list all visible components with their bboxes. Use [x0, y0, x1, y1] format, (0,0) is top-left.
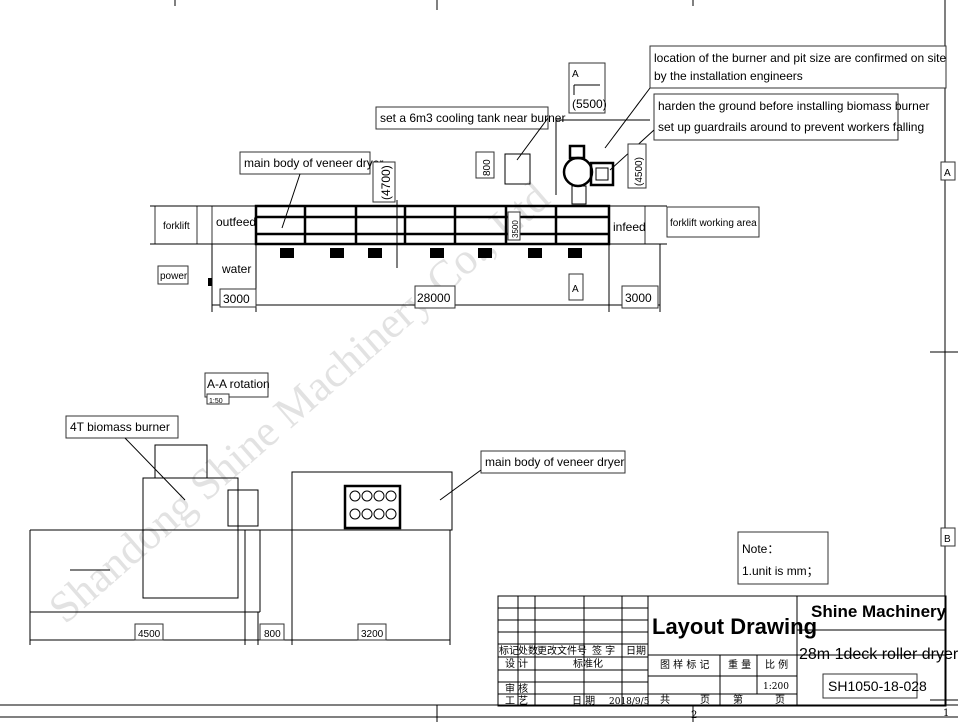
forklift-label: forklift [163, 221, 190, 232]
infeed-label: infeed [613, 220, 646, 234]
note-location-2: by the installation engineers [654, 69, 803, 83]
tb-count: 处数 [518, 644, 538, 657]
dim-section-3200: 3200 [361, 629, 384, 640]
dim-800: 800 [482, 159, 493, 176]
tb-date-col: 日期 [626, 645, 646, 657]
tb-ratio: 比 例 [765, 658, 788, 671]
outfeed-label: outfeed [216, 215, 256, 229]
note-guardrails: set up guardrails around to prevent work… [658, 120, 924, 134]
tb-sheet: 2 [691, 710, 697, 721]
tb-zone-1: 1 [943, 708, 949, 719]
dim-section-4500: 4500 [138, 629, 161, 640]
note-title: Note： [742, 542, 779, 556]
note-unit: 1.unit is mm； [742, 564, 819, 578]
main-body-label-section: main body of veneer dryer [485, 455, 624, 469]
tb-company: Shine Machinery [811, 602, 947, 621]
tb-weight: 重 量 [728, 658, 751, 671]
tb-total: 共 [660, 694, 670, 706]
note-ground: harden the ground before installing biom… [658, 99, 930, 113]
tb-title: Layout Drawing [652, 614, 817, 639]
section-title: A-A rotation [207, 377, 270, 391]
dryer-sections [303, 206, 558, 244]
tb-drawing-no: SH1050-18-028 [828, 678, 927, 694]
plan-view: location of the burner and pit size are … [150, 45, 947, 312]
burner-label: 4T biomass burner [70, 420, 170, 434]
note-location-1: location of the burner and pit size are … [654, 51, 946, 65]
dim-3000-left: 3000 [223, 292, 250, 306]
main-body-label-plan: main body of veneer dryer [244, 156, 383, 170]
zone-b: B [944, 534, 951, 545]
tb-page2: 页 [775, 694, 785, 706]
dim-4700: (4700) [379, 165, 393, 200]
tb-mark: 标记 [499, 645, 519, 657]
tb-date-label: 日 期 [572, 695, 595, 707]
tb-page: 页 [700, 694, 710, 706]
tb-sign: 签 字 [592, 644, 615, 657]
fans [280, 248, 582, 258]
tb-doc: 更改文件号 [537, 644, 587, 657]
section-mark-top: A [572, 69, 579, 80]
section-view: A-A rotation 1:50 4T biomass burner main… [29, 372, 626, 645]
tb-drawing-mark: 图 样 标 记 [660, 658, 710, 671]
dim-4500: (4500) [634, 157, 645, 186]
title-block: 标记 处数 更改文件号 签 字 日期 设 计 标准化 审 核 工 艺 日 期 2… [497, 595, 958, 721]
section-mark-bottom: A [572, 284, 579, 295]
rollers [349, 490, 397, 520]
tb-nth: 第 [733, 693, 743, 706]
tb-scale: 1:200 [763, 682, 789, 692]
tb-std: 标准化 [573, 657, 603, 670]
dim-5500: (5500) [572, 97, 607, 111]
watermark: Shandong Shine Machinery Co., Ltd [39, 172, 558, 632]
tb-check: 审 核 [505, 682, 528, 695]
forklift-area-label: forklift working area [670, 218, 757, 229]
dim-28000: 28000 [417, 291, 451, 305]
dim-3500: 3500 [511, 220, 520, 238]
dim-3000-right: 3000 [625, 291, 652, 305]
tb-date: 2018/9/5 [609, 697, 650, 707]
section-scale: 1:50 [209, 398, 223, 405]
water-label: water [221, 262, 251, 276]
tb-design: 设 计 [505, 657, 528, 670]
cooling-tank-label: set a 6m3 cooling tank near burner [380, 111, 565, 125]
tb-product: 28m 1deck roller dryer [799, 646, 958, 663]
power-label: power [160, 271, 188, 282]
zone-a: A [944, 168, 951, 179]
dim-section-800: 800 [264, 629, 281, 640]
tb-process: 工 艺 [505, 695, 528, 707]
